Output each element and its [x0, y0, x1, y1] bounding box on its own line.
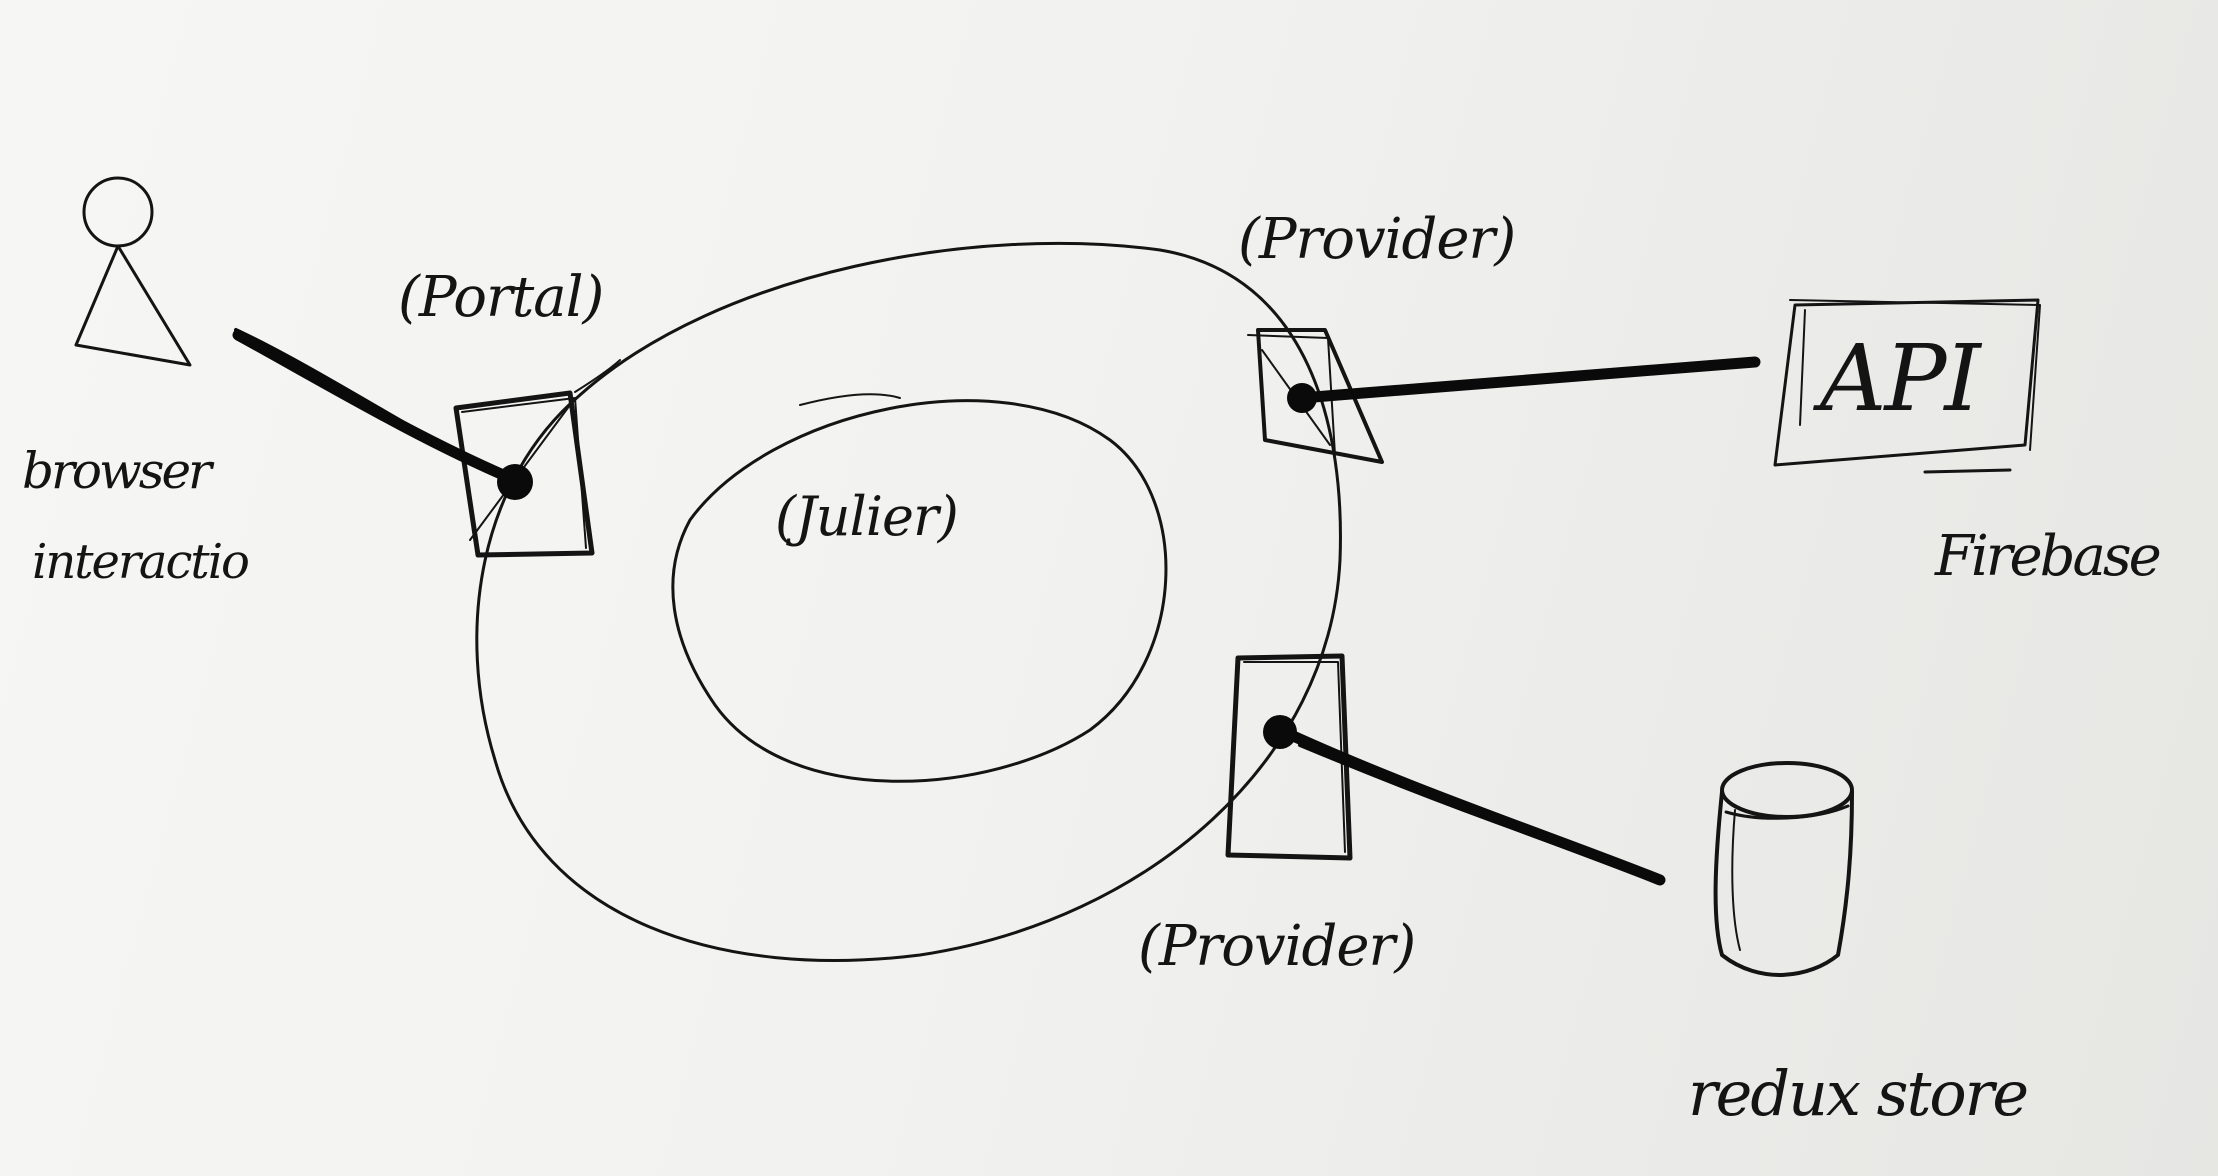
outer-ring [475, 241, 1342, 962]
portal-label: (Portal) [398, 265, 603, 330]
api-junction [1287, 383, 1317, 413]
inner-label: (Julier) [775, 485, 958, 548]
user-icon [74, 176, 192, 367]
provider-api-label: (Provider) [1238, 207, 1515, 272]
api-label: API [1812, 325, 1982, 432]
api-box [1773, 298, 2041, 467]
browser-label-line2: interactio [32, 534, 248, 590]
store-junction [1263, 715, 1297, 749]
portal-junction [497, 464, 533, 500]
inner-ring [671, 399, 1168, 783]
provider-store-port [1225, 653, 1353, 861]
redux-store-label: redux store [1688, 1057, 2027, 1130]
database-icon [1713, 761, 1854, 977]
browser-connector [232, 329, 521, 486]
browser-label-line1: browser [22, 442, 215, 500]
provider-store-label: (Provider) [1138, 914, 1415, 979]
firebase-label: Firebase [1934, 524, 2160, 589]
